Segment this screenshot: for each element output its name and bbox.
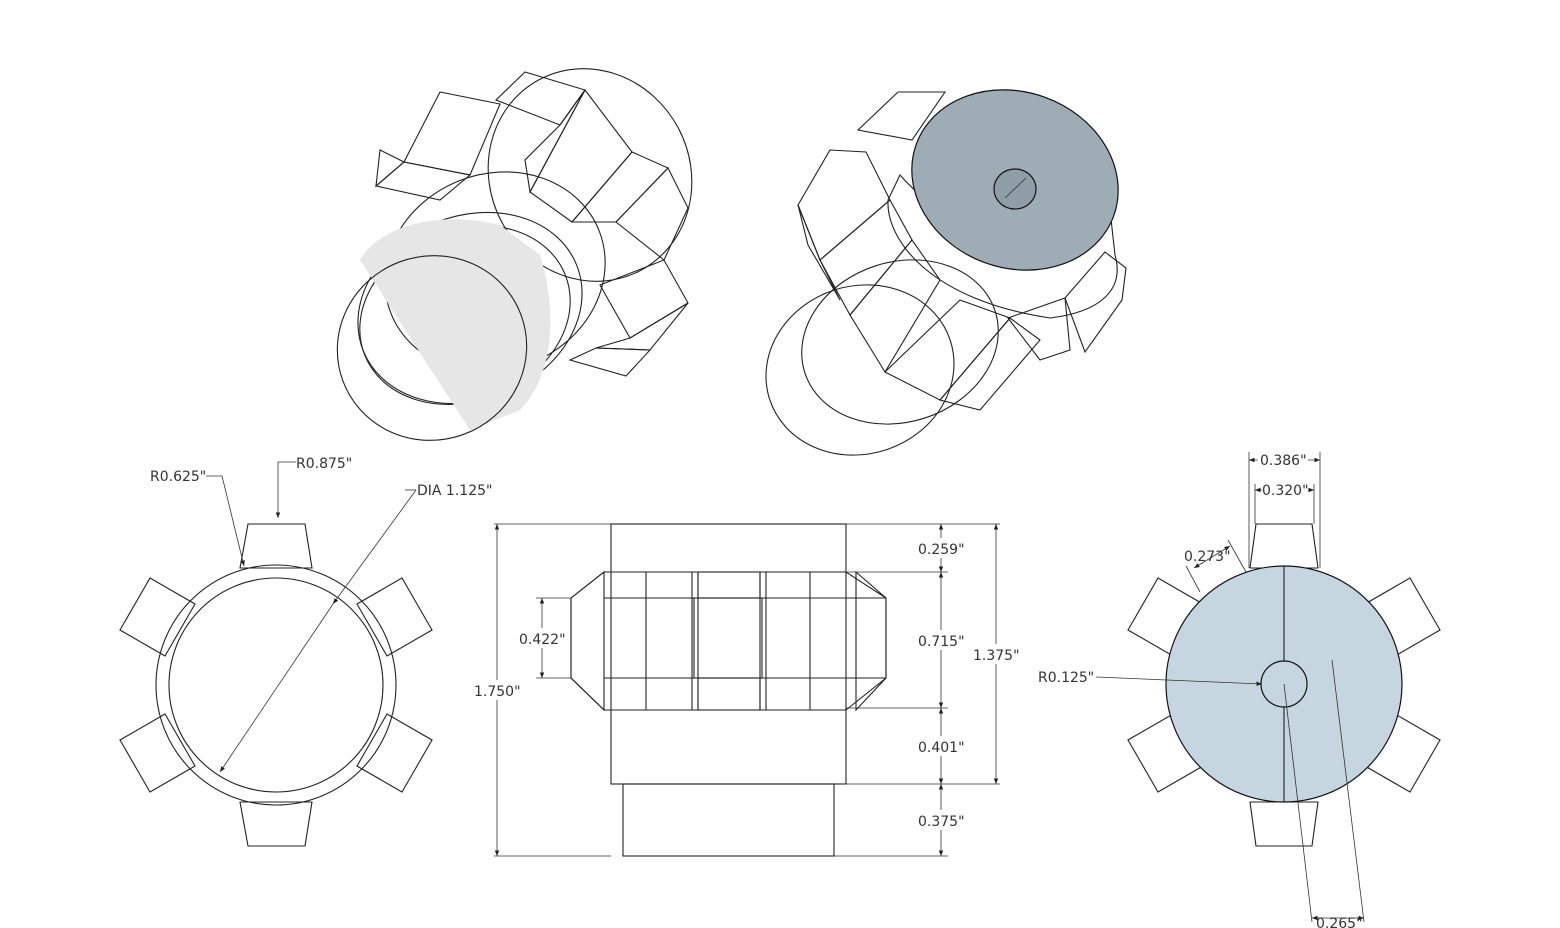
label-bg xyxy=(912,538,970,558)
front-view-dimensions xyxy=(494,523,1000,857)
d1375-label: 1.375" xyxy=(973,648,1020,664)
d0375-label: 0.375" xyxy=(918,814,965,830)
d0320-label: 0.320" xyxy=(1262,483,1309,499)
label-bg xyxy=(1258,451,1308,469)
label-bg xyxy=(1262,481,1308,499)
left-view-dimensions xyxy=(206,461,417,773)
label-bg xyxy=(912,630,970,650)
d0386-label: 0.386" xyxy=(1260,453,1307,469)
d0715-label: 0.715" xyxy=(918,634,965,650)
label-bg xyxy=(912,810,970,830)
left-end-view xyxy=(119,523,433,847)
d0265-label: 0.265" xyxy=(1316,916,1363,928)
r0625-label: R0.625" xyxy=(150,469,206,485)
d0273-label: 0.273" xyxy=(1184,549,1231,565)
d0259-label: 0.259" xyxy=(918,542,965,558)
d0422-label: 0.422" xyxy=(519,632,566,648)
iso-view-right xyxy=(765,89,1127,456)
label-bg xyxy=(912,736,970,756)
iso-view-left xyxy=(336,68,693,441)
dia1125-label: DIA 1.125" xyxy=(417,483,492,499)
r0125-label: R0.125" xyxy=(1038,670,1094,686)
label-bg xyxy=(516,628,568,648)
r0875-label: R0.875" xyxy=(296,456,352,472)
front-view xyxy=(570,523,887,857)
d1750-label: 1.750" xyxy=(474,684,521,700)
label-bg xyxy=(970,644,1024,664)
label-bg xyxy=(472,680,524,700)
d0401-label: 0.401" xyxy=(918,740,965,756)
